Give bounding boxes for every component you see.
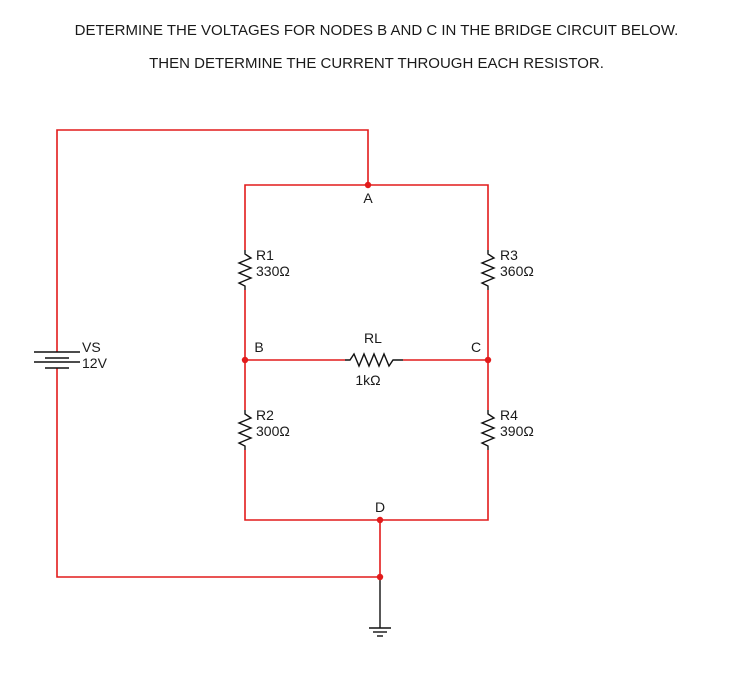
source-value: 12V: [82, 355, 108, 371]
voltage-source-vs: VS 12V: [34, 339, 108, 371]
r2-value: 300Ω: [256, 423, 290, 439]
rl-name: RL: [364, 330, 382, 346]
node-c-label: C: [471, 339, 481, 355]
ground-junction: [376, 573, 384, 581]
r3-value: 360Ω: [500, 263, 534, 279]
resistor-r1: R1 330Ω: [237, 247, 290, 290]
wire-source-top-to-node-a: [56, 129, 369, 352]
problem-statement-line-2: THEN DETERMINE THE CURRENT THROUGH EACH …: [149, 55, 604, 72]
r4-value: 390Ω: [500, 423, 534, 439]
rl-value: 1kΩ: [355, 372, 380, 388]
resistor-r4: R4 390Ω: [480, 407, 534, 450]
wire-bottom-rail: [244, 450, 489, 521]
node-a-label: A: [363, 190, 373, 206]
resistor-rl: RL 1kΩ: [345, 330, 403, 388]
r1-name: R1: [256, 247, 274, 263]
wires: [56, 129, 489, 578]
r3-name: R3: [500, 247, 518, 263]
wire-source-bottom-to-ground: [56, 368, 380, 578]
node-b-junction: [241, 356, 249, 364]
source-name: VS: [82, 339, 101, 355]
problem-statement-line-1: DETERMINE THE VOLTAGES FOR NODES B AND C…: [74, 22, 679, 39]
resistor-r3: R3 360Ω: [480, 247, 534, 290]
node-d-junction: [376, 516, 384, 524]
node-a-junction: [364, 181, 372, 189]
r1-value: 330Ω: [256, 263, 290, 279]
ground-icon: [369, 578, 391, 637]
r2-name: R2: [256, 407, 274, 423]
node-c-junction: [484, 356, 492, 364]
r4-name: R4: [500, 407, 518, 423]
node-d-label: D: [375, 499, 385, 515]
node-b-label: B: [254, 339, 263, 355]
resistor-r2: R2 300Ω: [237, 407, 290, 450]
